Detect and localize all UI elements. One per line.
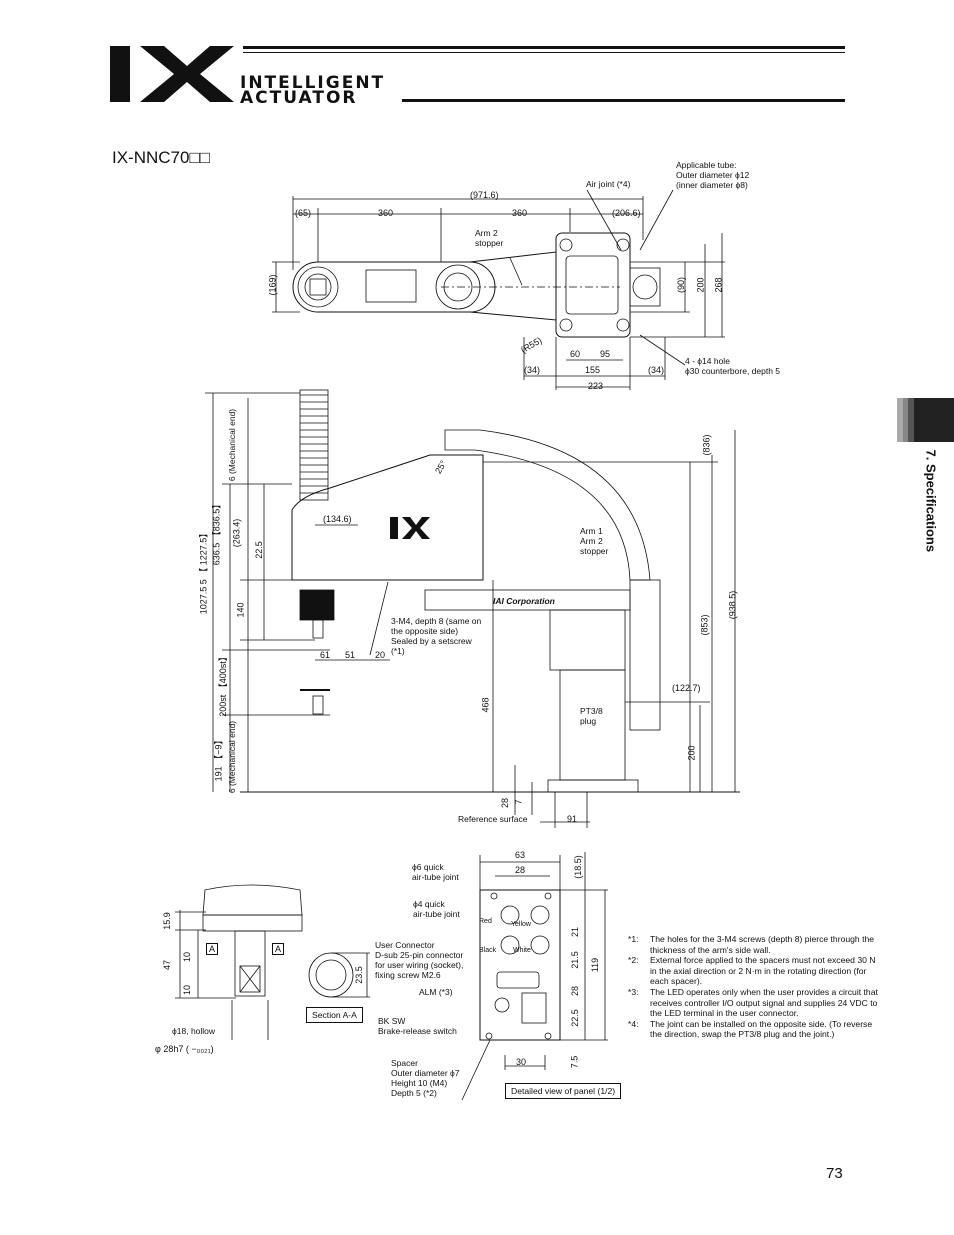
dim-95: 95 xyxy=(600,349,611,359)
panel-view-drawing xyxy=(461,852,608,1101)
dim-34-b: (34) xyxy=(648,365,665,375)
callout-m4: 3-M4, depth 8 (same on the opposite side… xyxy=(391,616,482,656)
header-rule-top-thin xyxy=(243,52,845,53)
dim-1027: 1027.5 5 【 1227.5】 xyxy=(198,528,209,615)
dim-10-b: 10 xyxy=(182,984,193,996)
dim-60: 60 xyxy=(570,349,581,359)
dim-22-5-panel: 22.5 xyxy=(569,1009,580,1027)
dim-200st: 200st 【400st】 xyxy=(217,652,228,717)
dim-28-panel: 28 xyxy=(515,865,526,875)
dim-636: 636.5 【836.5】 xyxy=(211,499,222,566)
callout-shaft-tolerance: φ 28h7 ( −₀₀₂₁) xyxy=(155,1044,214,1054)
label-red: Red xyxy=(479,918,492,925)
callout-quick-4: ϕ4 quick air-tube joint xyxy=(413,899,460,919)
dim-206: (206.6) xyxy=(612,208,641,218)
dim-134: (134.6) xyxy=(323,514,352,524)
page-number: 73 xyxy=(826,1165,843,1182)
dim-90: (90) xyxy=(676,276,687,294)
dim-122: (122.7) xyxy=(672,683,701,693)
label-black: Black xyxy=(479,947,497,954)
dim-263: (263.4) xyxy=(231,518,242,548)
label-yellow: Yellow xyxy=(511,921,531,928)
notes-list: *1:The holes for the 3-M4 screws (depth … xyxy=(628,934,883,1040)
dim-28: 28 xyxy=(500,797,511,809)
note-item: *1:The holes for the 3-M4 screws (depth … xyxy=(628,934,875,955)
dim-91: 91 xyxy=(567,814,578,824)
dim-853: (853) xyxy=(699,614,710,636)
callout-arm2-stopper: Arm 2 stopper xyxy=(475,228,504,248)
dim-61: 61 xyxy=(320,650,331,660)
callout-quick-6: ϕ6 quick air-tube joint xyxy=(412,862,459,882)
dim-28-v: 28 xyxy=(570,985,581,997)
callout-arm-stopper: Arm 1 Arm 2 stopper xyxy=(580,526,609,556)
model-title: IX-NNC70□□ xyxy=(112,148,210,167)
logo-wordmark: INTELLIGENT ACTUATOR xyxy=(240,73,386,108)
callout-spacer: Spacer Outer diameter ϕ7 Height 10 (M4) … xyxy=(391,1058,460,1098)
dim-47: 47 xyxy=(162,959,173,971)
section-marker-a-right: A xyxy=(272,943,285,955)
ix-logo xyxy=(110,46,234,102)
dim-7: 7 xyxy=(513,799,524,805)
dim-140: 140 xyxy=(235,602,246,618)
logo-line-2: ACTUATOR xyxy=(240,88,358,108)
note-item: *3:The LED operates only when the user p… xyxy=(628,986,878,1019)
dim-20: 20 xyxy=(375,650,386,660)
dim-468: 468 xyxy=(480,697,491,713)
dim-938: (938.5) xyxy=(727,590,738,620)
top-view-drawing xyxy=(272,189,725,390)
dim-51: 51 xyxy=(345,650,356,660)
dim-18-5: (18.5) xyxy=(572,855,583,879)
callout-alm: ALM (*3) xyxy=(419,987,453,997)
panel-detail-label: Detailed view of panel (1/2) xyxy=(505,1083,622,1099)
callout-applicable-tube: Applicable tube: Outer diameter ϕ12 (inn… xyxy=(676,160,750,190)
callout-user-connector: User Connector D-sub 25-pin connector fo… xyxy=(375,940,464,980)
dim-200-v: 200 xyxy=(686,745,697,761)
callout-bk-sw: BK SW Brake-release switch xyxy=(378,1016,457,1036)
front-view-drawing xyxy=(205,389,740,828)
dim-15-9: 15.9 xyxy=(161,912,172,930)
section-view-drawing xyxy=(175,884,370,1040)
dim-223: 223 xyxy=(588,381,604,391)
dim-7-5: 7.5 xyxy=(569,1055,580,1069)
dim-200: 200 xyxy=(695,277,706,293)
robot-ix-badge xyxy=(390,517,430,539)
note-item: *4:The joint can be installed on the opp… xyxy=(628,1018,873,1040)
dim-22-5: 22.5 xyxy=(253,541,264,559)
dim-overall-length: (971.6) xyxy=(470,190,499,200)
dim-30: 30 xyxy=(516,1057,527,1067)
callout-mech-end-bottom: 6 (Mechanical end) xyxy=(227,720,238,794)
callout-mech-end-top: 6 (Mechanical end) xyxy=(227,408,238,482)
dim-34-a: (34) xyxy=(524,365,541,375)
section-marker-a-left: A xyxy=(206,943,219,955)
dim-21-5: 21.5 xyxy=(569,951,580,969)
dim-360-a: 360 xyxy=(378,208,394,218)
section-tab-marker xyxy=(897,398,954,442)
dim-119: 119 xyxy=(590,957,601,973)
callout-reference-surface: Reference surface xyxy=(458,814,528,824)
dim-836: (836) xyxy=(701,434,712,456)
label-white: White xyxy=(513,947,531,954)
dim-63: 63 xyxy=(515,850,526,860)
header-rule-bottom xyxy=(402,99,845,102)
dim-360-b: 360 xyxy=(512,208,528,218)
callout-air-joint: Air joint (*4) xyxy=(586,179,631,189)
dim-268: 268 xyxy=(713,277,724,293)
robot-brand-label: IAI Corporation xyxy=(493,596,555,606)
dim-191: 191 【−9】 xyxy=(213,735,224,782)
logo-line-1: INTELLIGENT xyxy=(240,73,386,93)
callout-hollow: ϕ18, hollow xyxy=(172,1026,216,1036)
header-rule-top xyxy=(243,46,845,49)
dim-21: 21 xyxy=(570,926,581,938)
dim-10-a: 10 xyxy=(182,951,193,963)
dim-169: (169) xyxy=(267,274,278,296)
callout-hole: 4 - ϕ14 hole ϕ30 counterbore, depth 5 xyxy=(685,356,781,376)
callout-pt-plug: PT3/8 plug xyxy=(580,706,603,726)
section-a-a-label: Section A-A xyxy=(306,1007,363,1023)
dim-23-5: 23.5 xyxy=(353,966,364,984)
dim-155: 155 xyxy=(585,365,601,375)
dim-65: (65) xyxy=(295,208,312,218)
note-item: *2:External force applied to the spacers… xyxy=(628,955,876,987)
